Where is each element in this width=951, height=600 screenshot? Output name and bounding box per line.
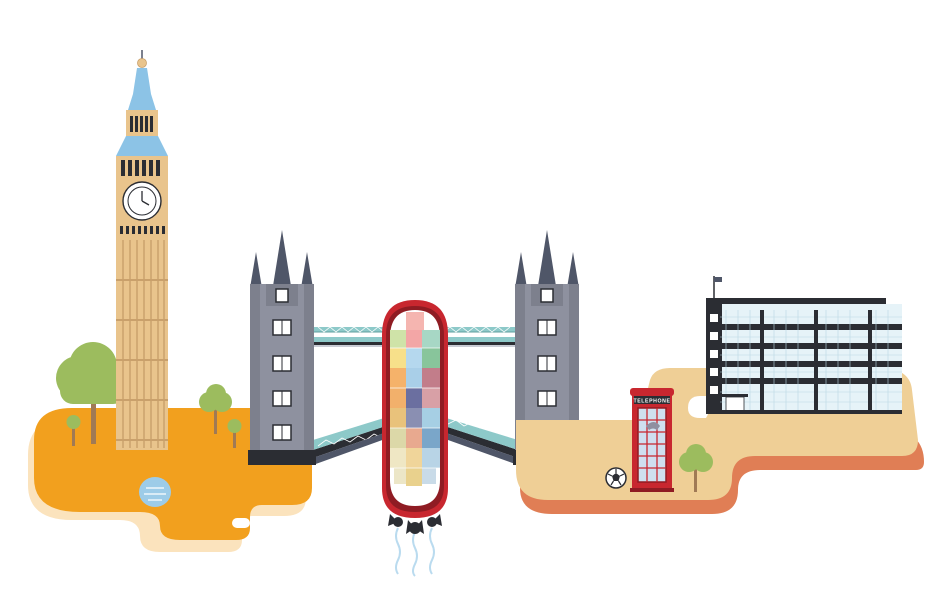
- spire-top: [133, 68, 151, 94]
- phone-box-window: [637, 407, 667, 483]
- wake-lines: [395, 527, 435, 577]
- tree-trunk: [214, 404, 217, 434]
- left-island-ground: [34, 408, 312, 540]
- entrance-door: [725, 396, 745, 413]
- clock-hands: [141, 191, 150, 206]
- window-grid: [638, 408, 666, 482]
- cargo-containers: [390, 312, 440, 486]
- office-building: [706, 276, 902, 414]
- deck-rails: [390, 347, 440, 469]
- small-tree-right-island: [679, 444, 713, 492]
- phone-handset-icon: [646, 422, 660, 430]
- upper-windows: [121, 160, 160, 176]
- structural-columns: [760, 310, 872, 412]
- tree-trunk: [91, 372, 96, 444]
- big-ben: [116, 50, 168, 450]
- container-ship: [382, 300, 448, 577]
- spire-main: [273, 230, 291, 286]
- phone-box-base: [630, 488, 674, 492]
- telephone-box: TELEPHONE: [630, 388, 674, 492]
- roof-base: [116, 136, 168, 156]
- pond: [139, 477, 171, 507]
- right-island-notch: [688, 396, 711, 418]
- building-roof: [706, 298, 886, 304]
- tower-window: [540, 288, 554, 303]
- spire-main: [538, 230, 556, 286]
- tower-base: [248, 450, 316, 465]
- floor-slabs: [720, 324, 902, 384]
- window-band: [120, 226, 165, 234]
- propellers: [388, 514, 442, 534]
- small-tree-middle: [199, 384, 232, 434]
- left-island: [28, 408, 312, 552]
- phone-box-sign-panel: [634, 396, 670, 404]
- flag-icon: [714, 277, 722, 282]
- shaft-bands: [116, 279, 168, 441]
- tree-trunk: [72, 424, 75, 446]
- phone-box-sign: TELEPHONE: [633, 399, 670, 405]
- belfry-windows: [130, 116, 153, 132]
- tree-trunk: [233, 428, 236, 448]
- tree-foliage: [227, 419, 242, 433]
- entrance-canopy: [722, 394, 748, 397]
- big-tree: [56, 342, 132, 444]
- tree-trunk: [694, 460, 697, 492]
- pond-ripples: [144, 487, 166, 501]
- tower-shaft: [116, 236, 168, 450]
- shaft-panels: [122, 240, 165, 448]
- football-icon: [605, 467, 627, 489]
- tree-foliage: [66, 415, 81, 429]
- tower-window: [275, 288, 289, 303]
- small-tree-left: [66, 415, 81, 446]
- building-base: [706, 410, 902, 414]
- bridge-tower-left: [248, 230, 316, 465]
- small-tree-right: [227, 419, 242, 448]
- stair-windows: [710, 314, 718, 394]
- corner-notch: [232, 518, 250, 528]
